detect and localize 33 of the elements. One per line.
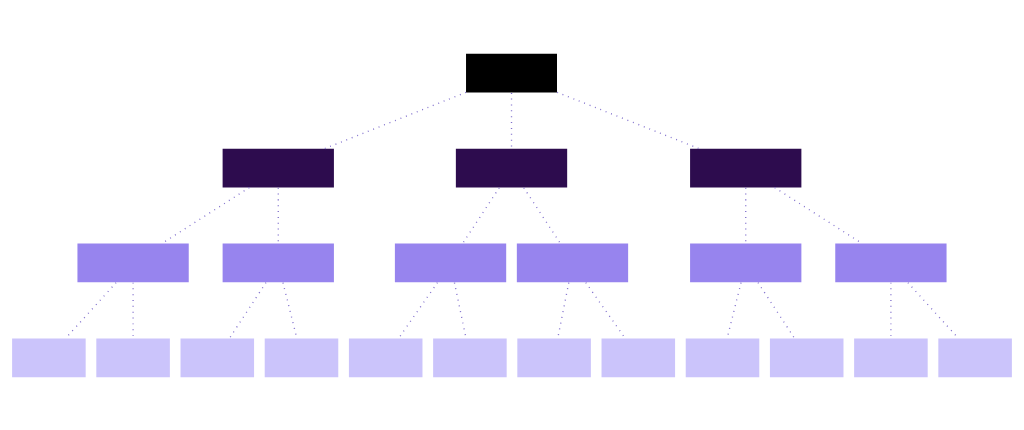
node-box	[769, 337, 844, 377]
node-box	[222, 243, 334, 282]
node-box	[685, 337, 760, 377]
connector	[228, 281, 267, 339]
node-box	[12, 337, 86, 377]
node-box	[854, 337, 928, 377]
node-box	[348, 337, 423, 377]
connector	[510, 91, 513, 149]
node-box	[77, 243, 189, 282]
node-box	[394, 243, 507, 282]
connector	[523, 186, 562, 244]
node-box	[690, 243, 802, 282]
connector	[556, 91, 700, 149]
node-box	[466, 53, 557, 93]
connector	[585, 281, 626, 339]
connector	[323, 91, 467, 149]
node-box	[835, 243, 947, 282]
connector	[745, 186, 747, 244]
node-box	[455, 148, 568, 187]
node-box	[516, 243, 629, 282]
node-box	[222, 148, 334, 187]
connector	[277, 186, 279, 244]
node-box	[433, 337, 507, 377]
connector	[462, 186, 500, 244]
node-box	[938, 337, 1012, 377]
connector	[757, 281, 796, 339]
connector	[397, 281, 439, 339]
node-box	[264, 337, 339, 377]
node-box	[517, 337, 591, 377]
node-box	[690, 148, 802, 187]
node-box	[601, 337, 676, 377]
node-box	[96, 337, 170, 377]
node-box	[180, 337, 255, 377]
